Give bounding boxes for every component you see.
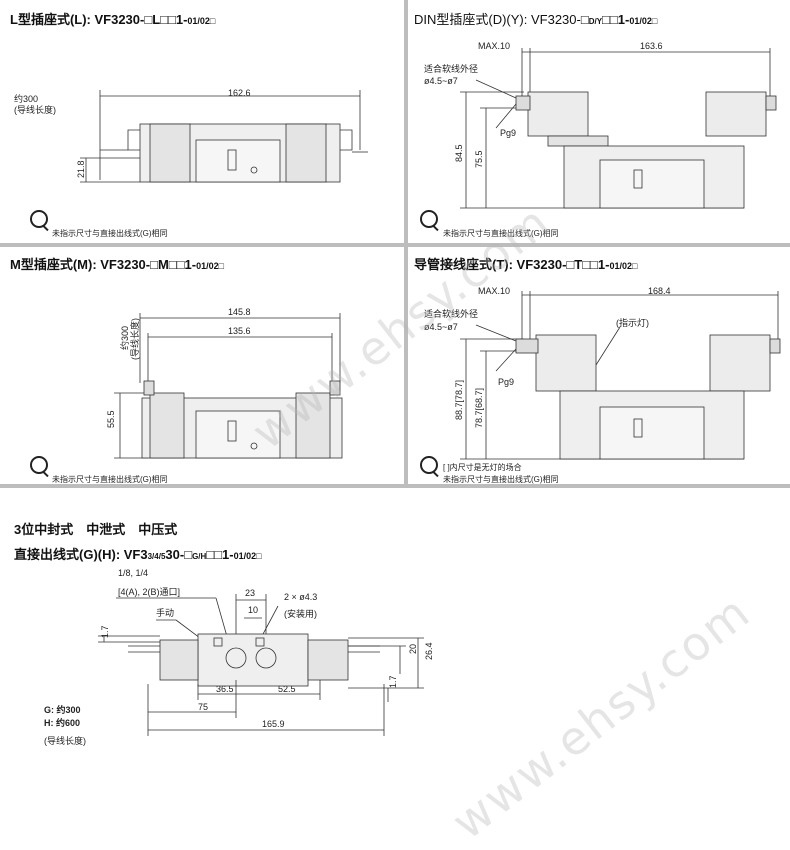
panel-g-dim-75: 75 xyxy=(198,702,209,712)
panel-din-magnifier-icon xyxy=(420,210,438,228)
panel-t-pg: Pg9 xyxy=(498,377,515,387)
panel-l-note: 未指示尺寸与直接出线式(G)相同 xyxy=(52,229,168,238)
panel-l-drawing xyxy=(80,90,368,183)
panel-m-title: M型插座式(M): VF3230-□M□□1-01/02□ xyxy=(10,257,225,272)
panel-g-dim-10: 10 xyxy=(248,605,259,615)
panel-g-hole-label: 2 × ø4.3 xyxy=(284,592,318,602)
panel-din-title: DIN型插座式(D)(Y): VF3230-□D/Y□□1-01/02□ xyxy=(414,12,658,27)
panel-g-dim-525: 52.5 xyxy=(278,684,296,694)
panel-t-note2: 未指示尺寸与直接出线式(G)相同 xyxy=(443,475,559,484)
watermark-bottom: www.ehsy.com xyxy=(441,584,761,850)
panel-m-dim-w1: 145.8 xyxy=(228,307,251,317)
divider-horizontal-bottom xyxy=(0,484,790,488)
panel-g-hole-label2: (安装用) xyxy=(284,609,317,619)
panel-din-drawing xyxy=(460,48,777,209)
panel-m-note: 未指示尺寸与直接出线式(G)相同 xyxy=(52,475,168,484)
panel-g-heading: 3位中封式 中泄式 中压式 xyxy=(14,522,178,537)
panel-t-cable-range: ø4.5~ø7 xyxy=(424,322,458,332)
panel-g-lead-note: (导线长度) xyxy=(44,736,86,746)
panel-g-manual-label: 手动 xyxy=(156,608,175,618)
panel-t-magnifier-icon xyxy=(420,456,438,474)
panel-l-lead-label: 约300 xyxy=(14,94,39,104)
panel-g-lead-g: G: 约300 xyxy=(44,705,81,715)
panel-g-drawing xyxy=(98,594,424,736)
panel-g-port-label2: [4(A), 2(B)通口] xyxy=(118,587,181,597)
panel-g-dim-365: 36.5 xyxy=(216,684,234,694)
panel-t-dim-max: MAX.10 xyxy=(478,286,511,296)
panel-g-dim-1659: 165.9 xyxy=(262,719,285,729)
panel-l-magnifier-icon xyxy=(30,210,48,228)
panel-m-magnifier-icon xyxy=(30,456,48,474)
panel-l-dim-width: 162.6 xyxy=(228,88,251,98)
panel-g-title: 直接出线式(G)(H): VF33/4/530-□G/H□□1-01/02□ xyxy=(14,547,262,562)
panel-t-lamp-label: (指示灯) xyxy=(616,318,649,328)
panel-g-lead-h: H: 约600 xyxy=(44,718,81,728)
divider-horizontal-mid xyxy=(0,243,790,247)
panel-din-dim-max: MAX.10 xyxy=(478,41,511,51)
panel-din-note: 未指示尺寸与直接出线式(G)相同 xyxy=(443,229,559,238)
panel-l-title: L型插座式(L): VF3230-□L□□1-01/02□ xyxy=(10,12,216,27)
panel-t-dim-width: 168.4 xyxy=(648,286,671,296)
panel-t-drawing xyxy=(460,291,781,460)
panel-g-dim-23: 23 xyxy=(245,588,256,598)
panel-g-port-label1: 1/8, 1/4 xyxy=(118,568,149,578)
panel-l-lead-label2: (导线长度) xyxy=(14,105,56,115)
panel-m-drawing xyxy=(114,313,343,459)
panel-t-cable-label: 适合软线外径 xyxy=(424,309,479,319)
panel-din-cable-label: 适合软线外径 xyxy=(424,64,479,74)
panel-t-title: 导管接线座式(T): VF3230-□T□□1-01/02□ xyxy=(414,257,638,272)
panel-m-dim-w2: 135.6 xyxy=(228,326,251,336)
panel-din-pg: Pg9 xyxy=(500,128,517,138)
panel-t-note1: [ ]内尺寸是无灯的场合 xyxy=(443,463,522,472)
panel-din-dim-width: 163.6 xyxy=(640,41,663,51)
panel-din-cable-range: ø4.5~ø7 xyxy=(424,76,458,86)
